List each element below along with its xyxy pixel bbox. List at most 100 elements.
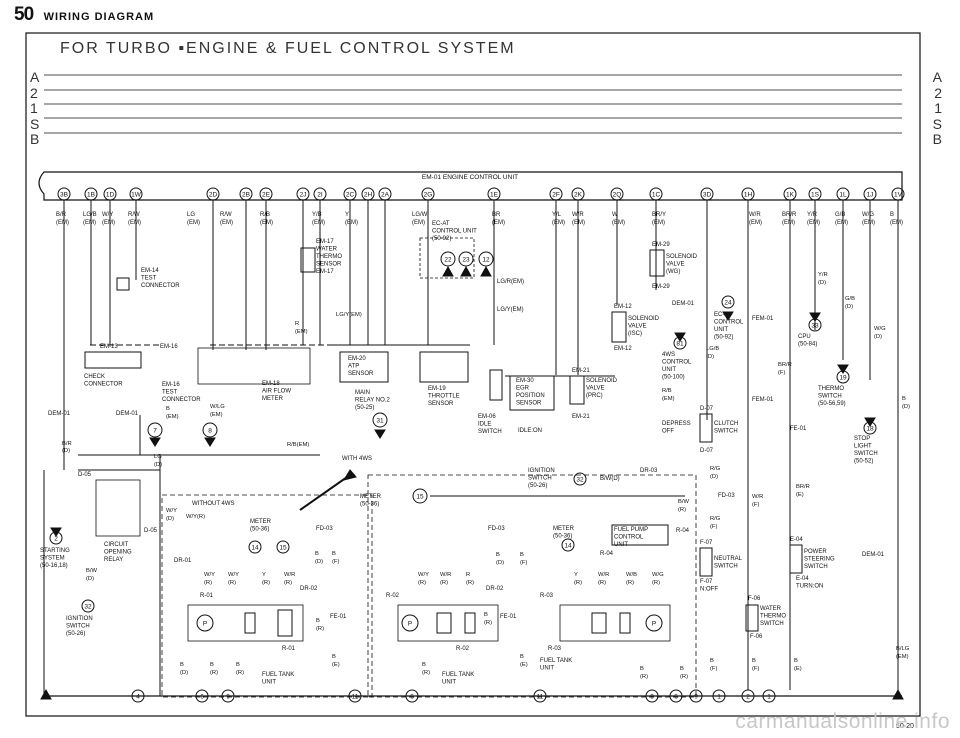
wire-color: (EM) [295, 329, 308, 335]
ground-icon [40, 688, 52, 700]
node-label: 2 [54, 535, 58, 542]
wire-color: (EM) [56, 220, 69, 226]
connector-ref [276, 540, 290, 554]
node-label: 2 [746, 693, 750, 700]
wire-color: LG/B [83, 212, 97, 218]
component-label: TEST [162, 390, 178, 396]
component-label: EM-16 [162, 382, 180, 388]
rail-label: S [30, 115, 40, 132]
wire-color: (EM) [220, 220, 233, 226]
component-label: DEPRESS [662, 421, 691, 427]
connector-ref [147, 422, 163, 438]
solenoid-wg [649, 249, 665, 277]
wire-color: R/W [128, 212, 140, 218]
wire-color: Y [345, 212, 349, 218]
wire-color: (D) [62, 448, 70, 454]
component-label: FE-01 [500, 614, 517, 620]
component-label: VALVE [628, 324, 646, 330]
component-label: SWITCH [804, 564, 828, 570]
wire-color: R/B [260, 212, 270, 218]
wire-color: (EM) [210, 412, 223, 418]
ground-symbol [204, 437, 216, 447]
sender [619, 612, 631, 634]
node-label: 6 [674, 693, 678, 700]
node-label: 2Q [613, 191, 622, 198]
component-label: EM-17 [316, 239, 334, 245]
wire-color: B [166, 406, 170, 412]
bottom-node [195, 689, 209, 703]
node-label: 22 [444, 256, 452, 263]
component-label: (50-25) [355, 405, 374, 411]
component-label: (50-36) [553, 534, 572, 540]
wire-color: (F) [710, 666, 717, 672]
wire-color: (EM) [102, 220, 115, 226]
wire-color: B [640, 666, 644, 672]
component-label: SOLENOID [628, 316, 660, 322]
node-label: 1V [894, 191, 903, 198]
ground-icon [442, 265, 454, 277]
component-label: THERMO [818, 386, 844, 392]
wire-color: W/R [598, 572, 609, 578]
wire-color: LG/W [412, 212, 428, 218]
component-label: EM-18 [262, 381, 280, 387]
component-label: F-06 [748, 596, 761, 602]
wire-color: (D) [818, 280, 826, 286]
node-label: 2G [424, 191, 433, 198]
wire-color: Y/R [807, 212, 818, 218]
component-label: FE-01 [330, 614, 347, 620]
component-label: METER [360, 494, 382, 500]
node-label: 18 [866, 425, 874, 432]
wire-color: W/R [749, 212, 761, 218]
node-label: 32 [576, 476, 584, 483]
wire-color: (R) [210, 670, 218, 676]
component-label: TEST [141, 276, 157, 282]
component-label: EM-06 [478, 414, 496, 420]
throttle-sensor-box [419, 351, 469, 383]
fuel-tank-unit-left [187, 604, 304, 642]
node-label: P [203, 620, 207, 627]
component-label: STARTING [40, 548, 70, 554]
wire-color: B [680, 666, 684, 672]
ground-symbol [722, 311, 734, 321]
component-label: CPU [798, 334, 811, 340]
component-label: EM-20 [348, 356, 366, 362]
component-label: R-03 [548, 646, 562, 652]
wire-color: W/Y [228, 572, 239, 578]
component-label: RELAY NO.2 [355, 398, 390, 404]
bottom-node [645, 689, 659, 703]
wire-color: (R) [484, 620, 492, 626]
node-label: 2I [317, 191, 323, 198]
component-label: UNIT [540, 666, 554, 672]
wire-color: B [315, 551, 319, 557]
component-label: POSITION [516, 393, 545, 399]
component-label: (50-36) [360, 502, 379, 508]
component-label: WATER [316, 247, 338, 253]
wire-color: (R) [678, 507, 686, 513]
component-label: ATP [348, 364, 359, 370]
component-label: EC-AT [714, 312, 732, 318]
wire-color: W/Y [204, 572, 215, 578]
component-label: E-04 [790, 537, 803, 543]
wire-color: R/B [662, 388, 672, 394]
ground-symbol [149, 437, 161, 447]
component-label: MAIN [355, 390, 370, 396]
component-label: (50-100) [662, 375, 685, 381]
wire-color: (D) [845, 304, 853, 310]
wire-color: W/R [572, 212, 584, 218]
component-label: FD-03 [316, 526, 333, 532]
component-label: EC-AT [432, 221, 450, 227]
component-label: F-07 [700, 579, 713, 585]
bottom-node [221, 689, 235, 703]
ground-symbol [809, 312, 821, 322]
wire-color: (EM) [749, 220, 762, 226]
component-label: EM-16 [160, 344, 178, 350]
component-label: FUEL TANK [442, 672, 474, 678]
solenoid-prc [569, 375, 585, 405]
wire-color: B/W(D) [600, 476, 620, 482]
component-label: EM-12 [614, 304, 632, 310]
component-label: TURN:ON [796, 584, 823, 590]
wire-color: (R) [652, 580, 660, 586]
diagram-frame [25, 32, 921, 717]
gauge [436, 612, 452, 634]
wire-color: B [794, 658, 798, 664]
